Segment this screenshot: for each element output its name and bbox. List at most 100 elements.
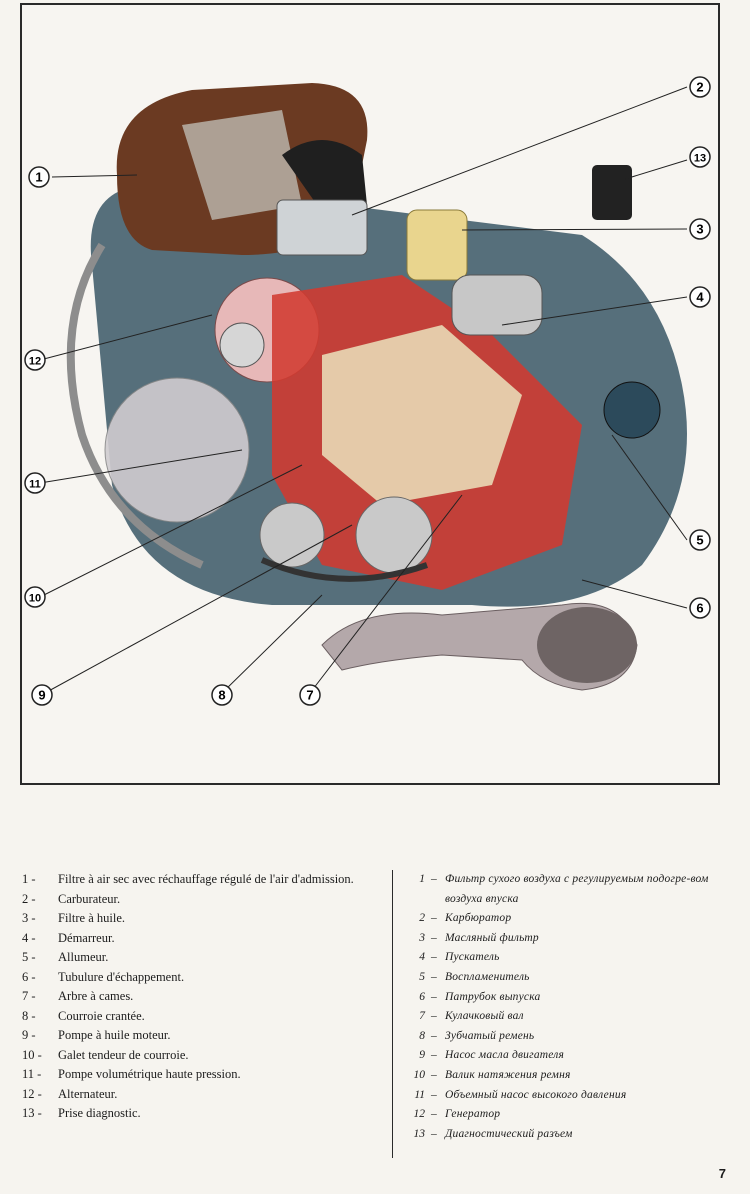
svg-text:13: 13 [694, 153, 706, 165]
callout-13: 13 [689, 146, 711, 168]
legend-item-number: 5 [419, 970, 425, 983]
legend-item-number: 3 - [22, 911, 36, 925]
legend-item-text: Alternateur. [58, 1086, 118, 1101]
legend-item-number: 4 [419, 951, 425, 964]
svg-text:8: 8 [218, 688, 225, 703]
svg-text:6: 6 [696, 601, 703, 616]
legend-item-text: Carburateur. [58, 891, 121, 906]
legend-item: 12 -Alternateur. [22, 1085, 374, 1105]
svg-text:5: 5 [696, 533, 703, 548]
legend-item: 1 -Filtre à air sec avec réchauffage rég… [22, 870, 374, 890]
legend-item-text: Filtre à huile. [58, 911, 125, 925]
legend-item-dash: – [431, 951, 437, 964]
callout-1: 1 [28, 166, 50, 188]
legend-item: 6–Патрубок выпуска [393, 988, 743, 1008]
svg-text:3: 3 [696, 222, 703, 237]
legend-item-dash: – [431, 912, 437, 925]
legend-item: 6 - Tubulure d'échappement. [22, 968, 374, 988]
legend-item-dash: – [431, 1088, 437, 1101]
legend-item-number: 7 [419, 1010, 425, 1023]
legend-item-number: 2 [419, 912, 425, 925]
air-intake-elbow [282, 140, 367, 213]
svg-text:12: 12 [29, 356, 41, 368]
callout-7: 7 [299, 684, 321, 706]
air-filter-element [182, 110, 302, 220]
legend-item-text: Кулачковый вал [445, 1010, 524, 1023]
tensioner-pulley [259, 502, 325, 568]
legend-item: 7 -Arbre à cames. [22, 987, 374, 1007]
legend-item-text: Galet tendeur de courroie. [58, 1047, 189, 1062]
callout-2: 2 [689, 76, 711, 98]
legend-item-text: Courroie crantée. [58, 1008, 145, 1023]
legend-item-number: 6 - [22, 969, 36, 984]
legend-item-dash: – [431, 970, 437, 983]
legend-item-text: Масляный фильтр [445, 931, 539, 944]
legend-item-number: 4 - [22, 930, 36, 945]
legend-item: 3 - Filtre à huile. [22, 909, 374, 929]
legend-item-text: Объемный насос высокого давления [445, 1088, 627, 1101]
legend-item-number: 11 [414, 1088, 425, 1101]
parts-legend: 1 -Filtre à air sec avec réchauffage rég… [22, 870, 742, 1160]
legend-item: 12–Генератор [393, 1105, 743, 1125]
callout-3: 3 [689, 218, 711, 240]
legend-item-text: Патрубок выпуска [445, 990, 541, 1003]
legend-item: 2 -Carburateur. [22, 890, 374, 910]
legend-item-number: 1 - [22, 872, 36, 886]
legend-item-text: Пускатель [445, 951, 500, 964]
legend-item-text: Валик натяжения ремня [445, 1068, 571, 1081]
legend-item-dash: – [431, 1010, 437, 1023]
legend-item: 2–Карбюратор [393, 909, 743, 929]
legend-item: 9 - Pompe à huile moteur. [22, 1026, 374, 1046]
legend-item: 10–Валик натяжения ремня [393, 1066, 743, 1086]
distributor [603, 381, 661, 439]
callout-5: 5 [689, 529, 711, 551]
legend-item: 13–Диагностический разъем [393, 1125, 743, 1145]
legend-item-text: Фильтр сухого воздуха с регулируемым под… [445, 873, 709, 905]
callout-leader-lines [39, 86, 688, 694]
oil-filter [406, 209, 468, 281]
legend-item-number: 12 [413, 1108, 426, 1121]
legend-russian: 1–Фильтр сухого воздуха с регулируемым п… [392, 870, 743, 1158]
legend-item-number: 11 - [22, 1067, 42, 1081]
legend-item: 7–Кулачковый вал [393, 1007, 743, 1027]
legend-item-number: 6 [419, 990, 425, 1003]
legend-item-number: 10 [413, 1068, 426, 1081]
legend-item-number: 5 - [22, 950, 36, 964]
legend-item-text: Tubulure d'échappement. [58, 969, 185, 984]
legend-item: 5–Воспламенитель [393, 968, 743, 988]
legend-item-number: 9 [419, 1049, 425, 1062]
legend-item: 8 -Courroie crantée. [22, 1007, 374, 1027]
legend-item-dash: – [431, 931, 437, 944]
air-hose [66, 242, 204, 569]
legend-item-number: 13 [413, 1127, 426, 1140]
cooling-fan [104, 377, 250, 523]
legend-item-number: 13 - [22, 1106, 42, 1120]
legend-item-text: Allumeur. [58, 950, 109, 964]
legend-item-dash: – [431, 1108, 437, 1121]
svg-text:10: 10 [29, 593, 41, 605]
crankcase-interior [322, 325, 522, 505]
legend-item-text: Pompe à huile moteur. [58, 1028, 171, 1042]
svg-text:11: 11 [29, 479, 41, 491]
callout-9: 9 [31, 684, 53, 706]
callout-circles: 1 2 13 3 4 12 11 5 10 6 9 8 7 [24, 76, 711, 706]
legend-item-text: Генератор [445, 1108, 501, 1121]
callout-8: 8 [211, 684, 233, 706]
callout-12: 12 [24, 349, 46, 371]
legend-item-number: 9 - [22, 1028, 36, 1042]
legend-item: 8–Зубчатый ремень [393, 1027, 743, 1047]
legend-item: 5 - Allumeur. [22, 948, 374, 968]
legend-item-text: Карбюратор [445, 912, 512, 925]
svg-text:1: 1 [35, 170, 42, 185]
alternator-pulley [219, 322, 265, 368]
legend-item: 11 -Pompe volumétrique haute pression. [22, 1065, 374, 1085]
diagnostic-plug [592, 165, 632, 220]
callout-6: 6 [689, 597, 711, 619]
camshaft-pulley [355, 496, 433, 574]
legend-item-text: Зубчатый ремень [445, 1029, 535, 1042]
legend-item: 9–Насос масла двигателя [393, 1046, 743, 1066]
legend-item: 11–Объемный насос высокого давления [393, 1086, 743, 1106]
legend-item: 4–Пускатель [393, 948, 743, 968]
legend-item-text: Prise diagnostic. [58, 1106, 141, 1120]
legend-item-dash: – [431, 1068, 437, 1081]
